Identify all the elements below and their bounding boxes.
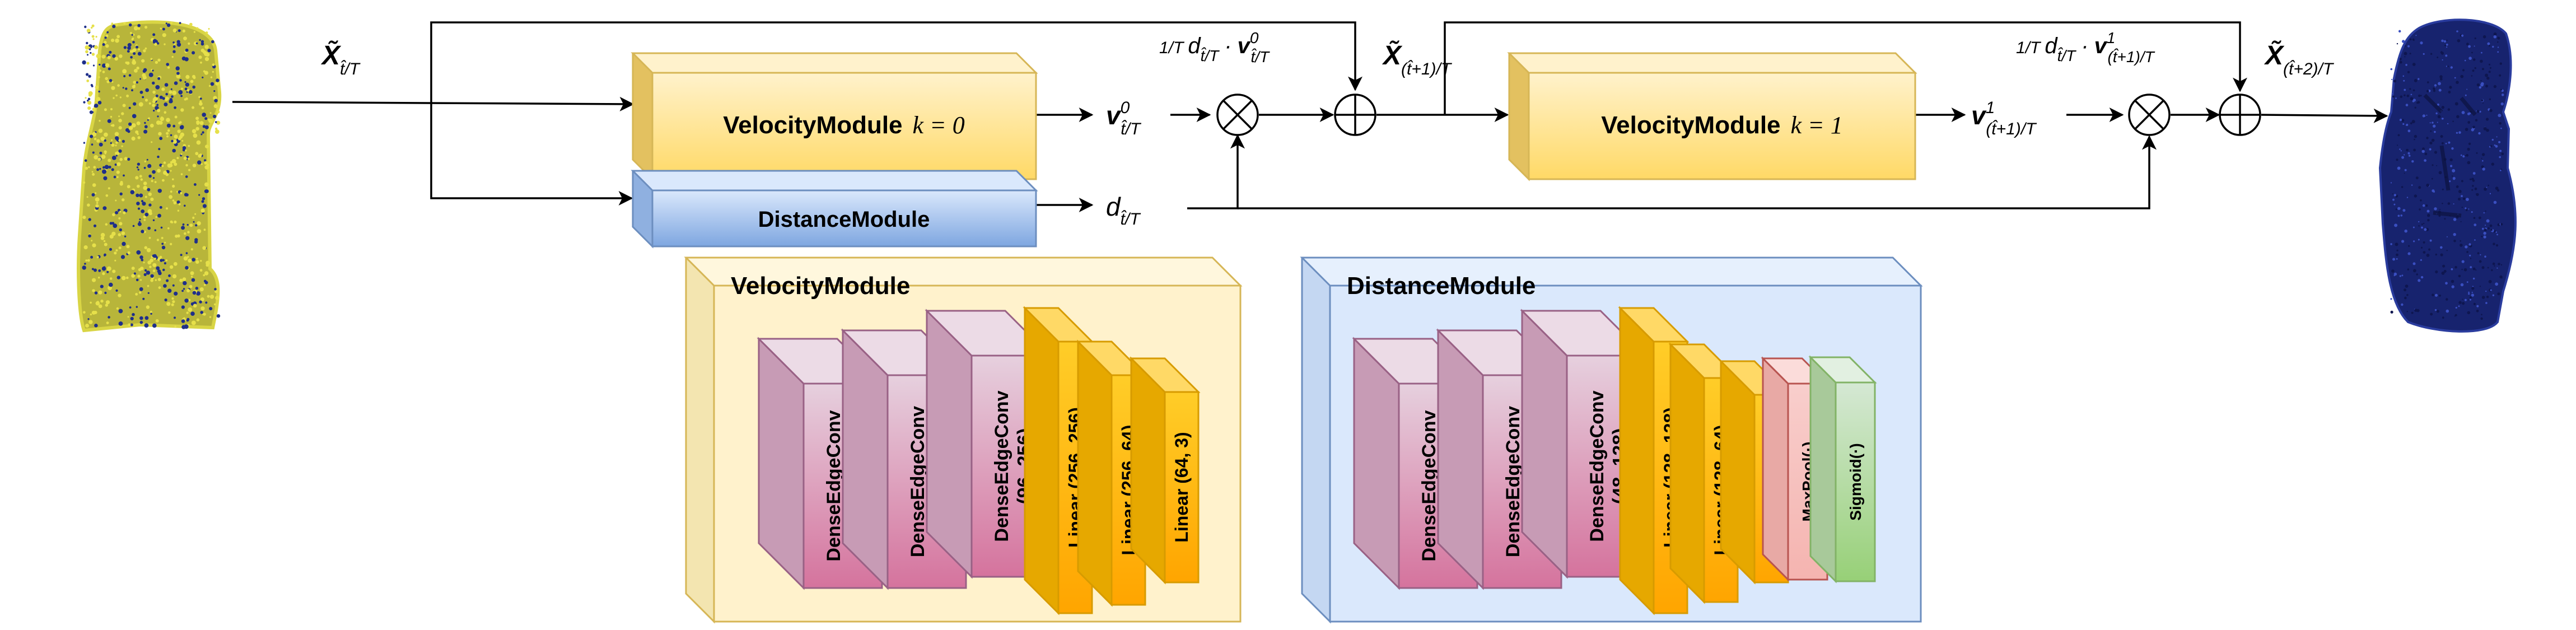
velocity-panel-layer-label-5: Linear (64, 3) — [1172, 432, 1192, 542]
distance-panel-title: DistanceModule — [1347, 272, 1536, 300]
distance-module-name: DistanceModule — [758, 207, 930, 232]
output-label: X̃(t̂+2)/T — [2264, 40, 2335, 78]
velocity-panel-layer-3: Linear (256, 256) — [1023, 306, 1094, 615]
v1-label: v1(t̂+1)/T — [1971, 99, 2037, 138]
noisy-point-cloud-icon — [77, 20, 222, 333]
multiply-operator-0 — [1216, 94, 1259, 136]
velocity-panel: VelocityModule DenseEdgeConv(3, 32)Dense… — [684, 256, 1243, 624]
distance-panel-layer-7: Sigmoid(·) — [1808, 355, 1877, 584]
clean-point-cloud-icon — [2378, 18, 2517, 333]
add-operator-0 — [1334, 94, 1376, 136]
intermediate-label: X̃(t̂+1)/T — [1382, 40, 1453, 78]
velocity-panel-title: VelocityModule — [731, 272, 910, 300]
velocity-module-0: VelocityModule k = 0 — [631, 52, 1038, 181]
velocity-module-1: VelocityModule k = 1 — [1507, 52, 1917, 181]
multiply-operator-1 — [2128, 94, 2171, 136]
add-operator-1 — [2219, 94, 2261, 136]
distance-panel-layer-label-7: Sigmoid(·) — [1847, 443, 1864, 520]
distance-panel: DistanceModule DenseEdgeConv(3, 16)Dense… — [1300, 256, 1923, 624]
d-label: dt̂/T — [1106, 192, 1141, 228]
velocity-module-1-name: VelocityModule — [1601, 111, 1780, 139]
velocity-panel-layer-5: Linear (64, 3) — [1129, 356, 1201, 585]
velocity-module-1-suffix: k = 1 — [1791, 111, 1843, 139]
distance-panel-layer-2: DenseEdgeConv(48, 128) — [1520, 309, 1648, 579]
velocity-module-0-name: VelocityModule — [723, 111, 902, 139]
velocity-module-0-suffix: k = 0 — [913, 111, 965, 139]
connectors — [232, 21, 2388, 212]
input-label: X̃t̂/T — [320, 40, 361, 78]
distance-module: DistanceModule — [631, 170, 1038, 249]
